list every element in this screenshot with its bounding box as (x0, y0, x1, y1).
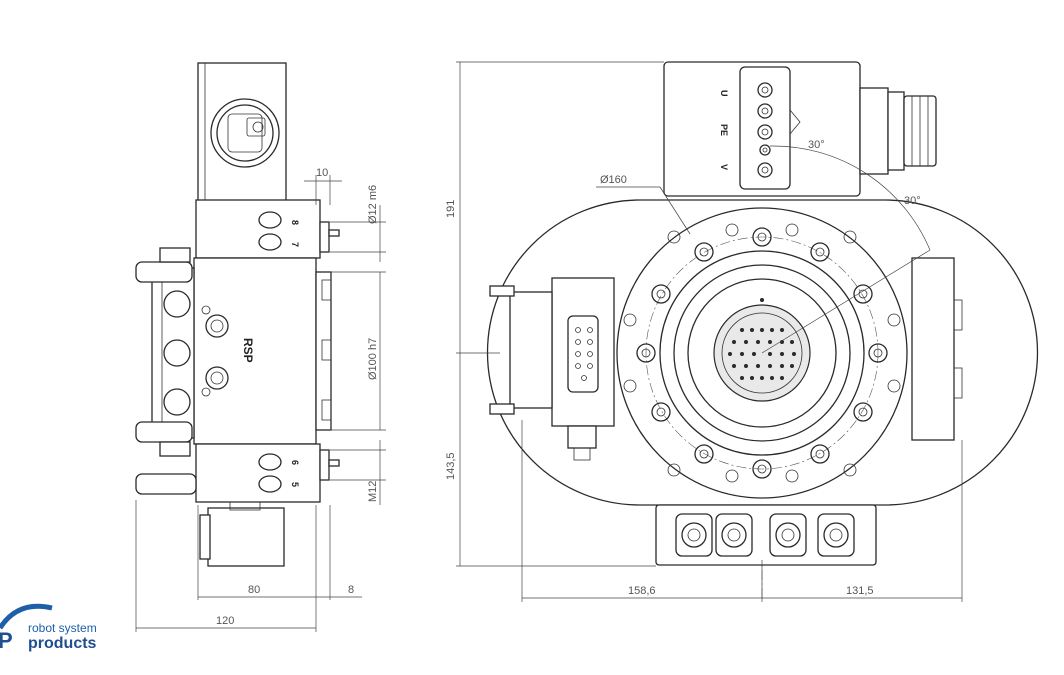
rsp-label: RSP (241, 338, 255, 363)
brand-tagline: robot system (28, 621, 97, 635)
dim-d12m6: Ø12 m6 (367, 185, 379, 224)
dim-158-6: 158,6 (628, 585, 656, 597)
port-6-label: 6 (290, 460, 300, 465)
dim-80: 80 (248, 584, 260, 596)
dim-10: 10 (316, 167, 328, 179)
connector-u-label: U (719, 90, 729, 97)
dim-8: 8 (348, 584, 354, 596)
angle-30-top: 30° (808, 139, 825, 151)
signal-pin-array (721, 298, 803, 394)
connector-v-label: V (719, 164, 729, 170)
dim-d100h7: Ø100 h7 (367, 338, 379, 380)
svg-text:P: P (0, 628, 13, 653)
connector-pe-label: PE (719, 124, 729, 136)
dim-m12: M12 (367, 481, 379, 502)
port-5-label: 5 (290, 482, 300, 487)
angle-30-side: 30° (904, 195, 921, 207)
side-view: 8 7 RSP 6 5 (135, 62, 386, 632)
dim-120: 120 (216, 615, 234, 627)
dim-131-5: 131,5 (846, 585, 874, 597)
bolt-circle (623, 223, 901, 483)
brand-logo: P robot system products (0, 603, 97, 653)
dim-d160: Ø160 (600, 174, 627, 186)
port-8-label: 8 (290, 220, 300, 225)
port-7-label: 7 (290, 242, 300, 247)
dim-191: 191 (445, 200, 457, 218)
dim-143-5: 143,5 (445, 452, 457, 480)
front-view: U PE V (445, 61, 1039, 602)
brand-name: products (28, 635, 97, 652)
